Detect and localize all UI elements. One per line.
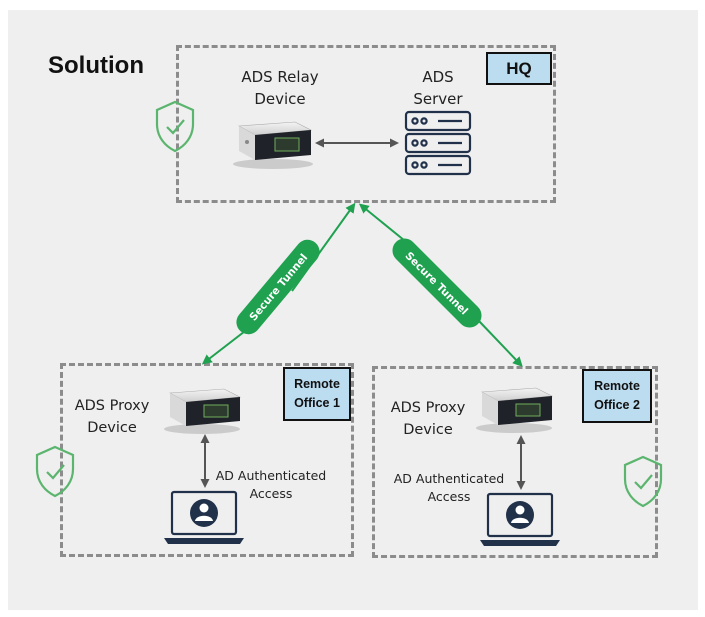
laptop-user-icon (480, 492, 560, 546)
tunnel-label-right: Secure Tunnel (403, 250, 471, 318)
remote-office-2-tag-label: Remote Office 2 (594, 379, 640, 412)
remote-office-1-tag: Remote Office 1 (283, 367, 351, 421)
laptop-user-icon (164, 490, 244, 544)
office1-access-label: AD Authenticated Access (215, 468, 327, 501)
tunnel-arrow-to-hq-right (358, 203, 411, 246)
tunnel-pill-right: Secure Tunnel (392, 238, 482, 328)
proxy-device-icon (164, 388, 242, 434)
server-label: ADS Server (413, 68, 463, 108)
office2-access-label: AD Authenticated Access (393, 471, 505, 504)
remote-office-1-tag-label: Remote Office 1 (294, 377, 340, 410)
relay-device-label: ADS Relay Device (241, 68, 319, 108)
office1-proxy-device-label: ADS Proxy Device (74, 398, 150, 436)
tunnel-arrow-to-office2 (477, 319, 523, 367)
tunnel-label-left: Secure Tunnel (247, 252, 310, 324)
hq-zone (176, 45, 556, 203)
shield-icon (35, 445, 75, 498)
tunnel-pill-left: Secure Tunnel (236, 239, 320, 335)
remote-office-1-zone (60, 363, 354, 557)
office2-proxy-device-label: ADS Proxy Device (390, 400, 466, 438)
server-icon (404, 110, 472, 176)
shield-icon (155, 100, 195, 153)
proxy-device-icon (476, 387, 554, 433)
diagram-title: Solution (48, 52, 144, 79)
hq-tag-label: HQ (506, 58, 532, 78)
remote-office-2-tag: Remote Office 2 (582, 369, 652, 423)
hq-tag: HQ (486, 52, 552, 85)
relay-device-icon (233, 121, 313, 169)
shield-icon (623, 455, 663, 508)
